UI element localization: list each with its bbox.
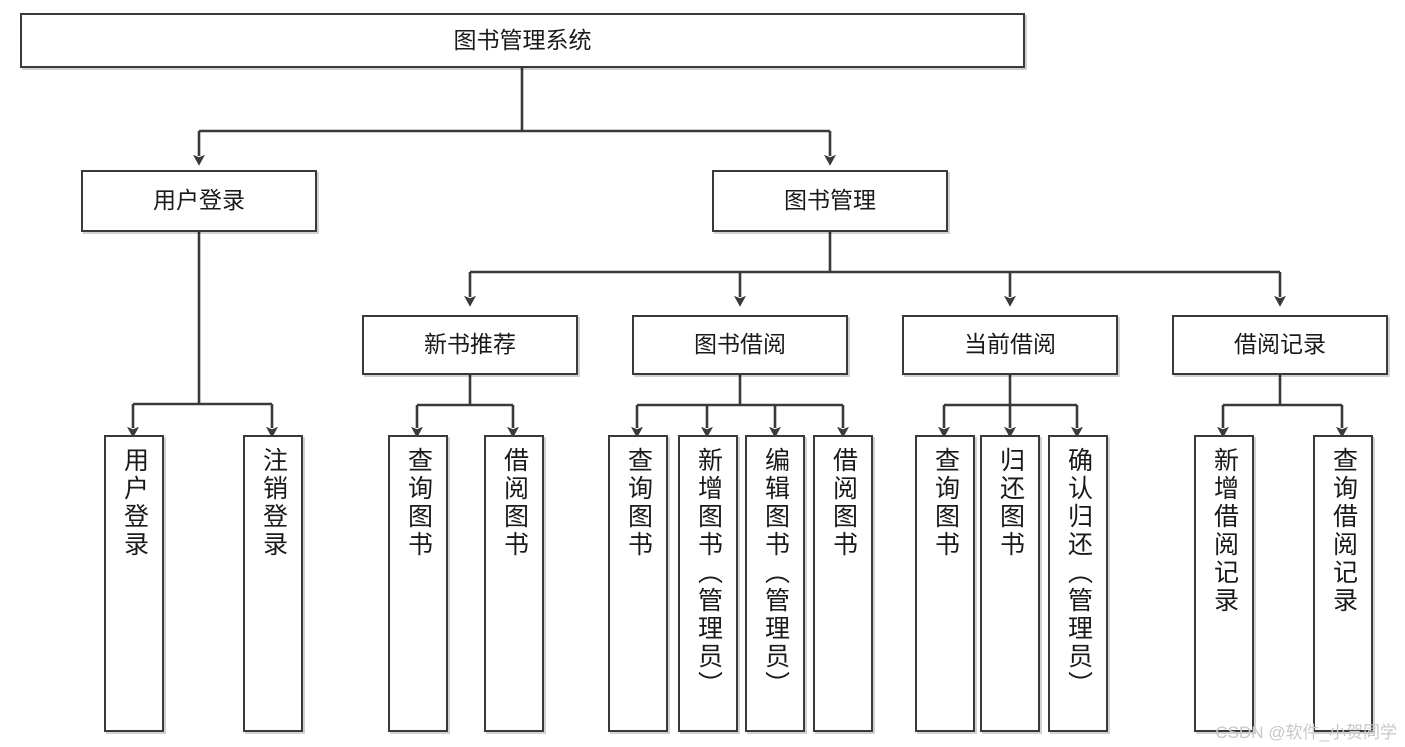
- node-book-management-label: 图书管理: [784, 187, 876, 214]
- node-leaf-return-book-label: 归还图书: [996, 447, 1025, 559]
- node-leaf-query-book-2[interactable]: 查询图书: [608, 435, 668, 732]
- node-leaf-logout-label: 注销登录: [259, 447, 288, 559]
- node-leaf-add-book-label: 新增图书（管理员）: [694, 447, 723, 699]
- node-leaf-query-book-1-label: 查询图书: [404, 447, 433, 559]
- node-leaf-edit-book[interactable]: 编辑图书（管理员）: [745, 435, 805, 732]
- node-book-borrowing-label: 图书借阅: [694, 331, 786, 358]
- node-leaf-edit-book-label: 编辑图书（管理员）: [761, 447, 790, 699]
- node-leaf-query-borrow-record[interactable]: 查询借阅记录: [1313, 435, 1373, 732]
- node-root[interactable]: 图书管理系统: [20, 13, 1025, 68]
- node-leaf-return-book[interactable]: 归还图书: [980, 435, 1040, 732]
- node-book-management[interactable]: 图书管理: [712, 170, 948, 232]
- node-current-borrowing[interactable]: 当前借阅: [902, 315, 1118, 375]
- node-new-book-recommendation-label: 新书推荐: [424, 331, 516, 358]
- node-leaf-query-borrow-record-label: 查询借阅记录: [1329, 447, 1358, 615]
- node-leaf-borrow-book-2[interactable]: 借阅图书: [813, 435, 873, 732]
- node-leaf-user-login-label: 用户登录: [120, 447, 149, 559]
- node-leaf-borrow-book-2-label: 借阅图书: [829, 447, 858, 559]
- csdn-watermark: CSDN @软件_小贺同学: [1215, 723, 1397, 742]
- node-root-label: 图书管理系统: [453, 26, 592, 53]
- node-leaf-query-book-3-label: 查询图书: [931, 447, 960, 559]
- node-leaf-confirm-return-label: 确认归还（管理员）: [1064, 447, 1093, 699]
- node-new-book-recommendation[interactable]: 新书推荐: [362, 315, 578, 375]
- node-leaf-add-borrow-record-label: 新增借阅记录: [1210, 447, 1239, 615]
- node-user-login[interactable]: 用户登录: [81, 170, 317, 232]
- node-leaf-borrow-book-1[interactable]: 借阅图书: [484, 435, 544, 732]
- node-leaf-query-book-1[interactable]: 查询图书: [388, 435, 448, 732]
- node-leaf-logout[interactable]: 注销登录: [243, 435, 303, 732]
- node-leaf-query-book-3[interactable]: 查询图书: [915, 435, 975, 732]
- node-current-borrowing-label: 当前借阅: [964, 331, 1056, 358]
- node-user-login-label: 用户登录: [153, 187, 245, 214]
- node-leaf-borrow-book-1-label: 借阅图书: [500, 447, 529, 559]
- node-leaf-add-book[interactable]: 新增图书（管理员）: [678, 435, 738, 732]
- node-leaf-query-book-2-label: 查询图书: [624, 447, 653, 559]
- node-leaf-confirm-return[interactable]: 确认归还（管理员）: [1048, 435, 1108, 732]
- node-book-borrowing[interactable]: 图书借阅: [632, 315, 848, 375]
- node-borrowing-record[interactable]: 借阅记录: [1172, 315, 1388, 375]
- node-leaf-add-borrow-record[interactable]: 新增借阅记录: [1194, 435, 1254, 732]
- node-leaf-user-login[interactable]: 用户登录: [104, 435, 164, 732]
- node-borrowing-record-label: 借阅记录: [1234, 331, 1326, 358]
